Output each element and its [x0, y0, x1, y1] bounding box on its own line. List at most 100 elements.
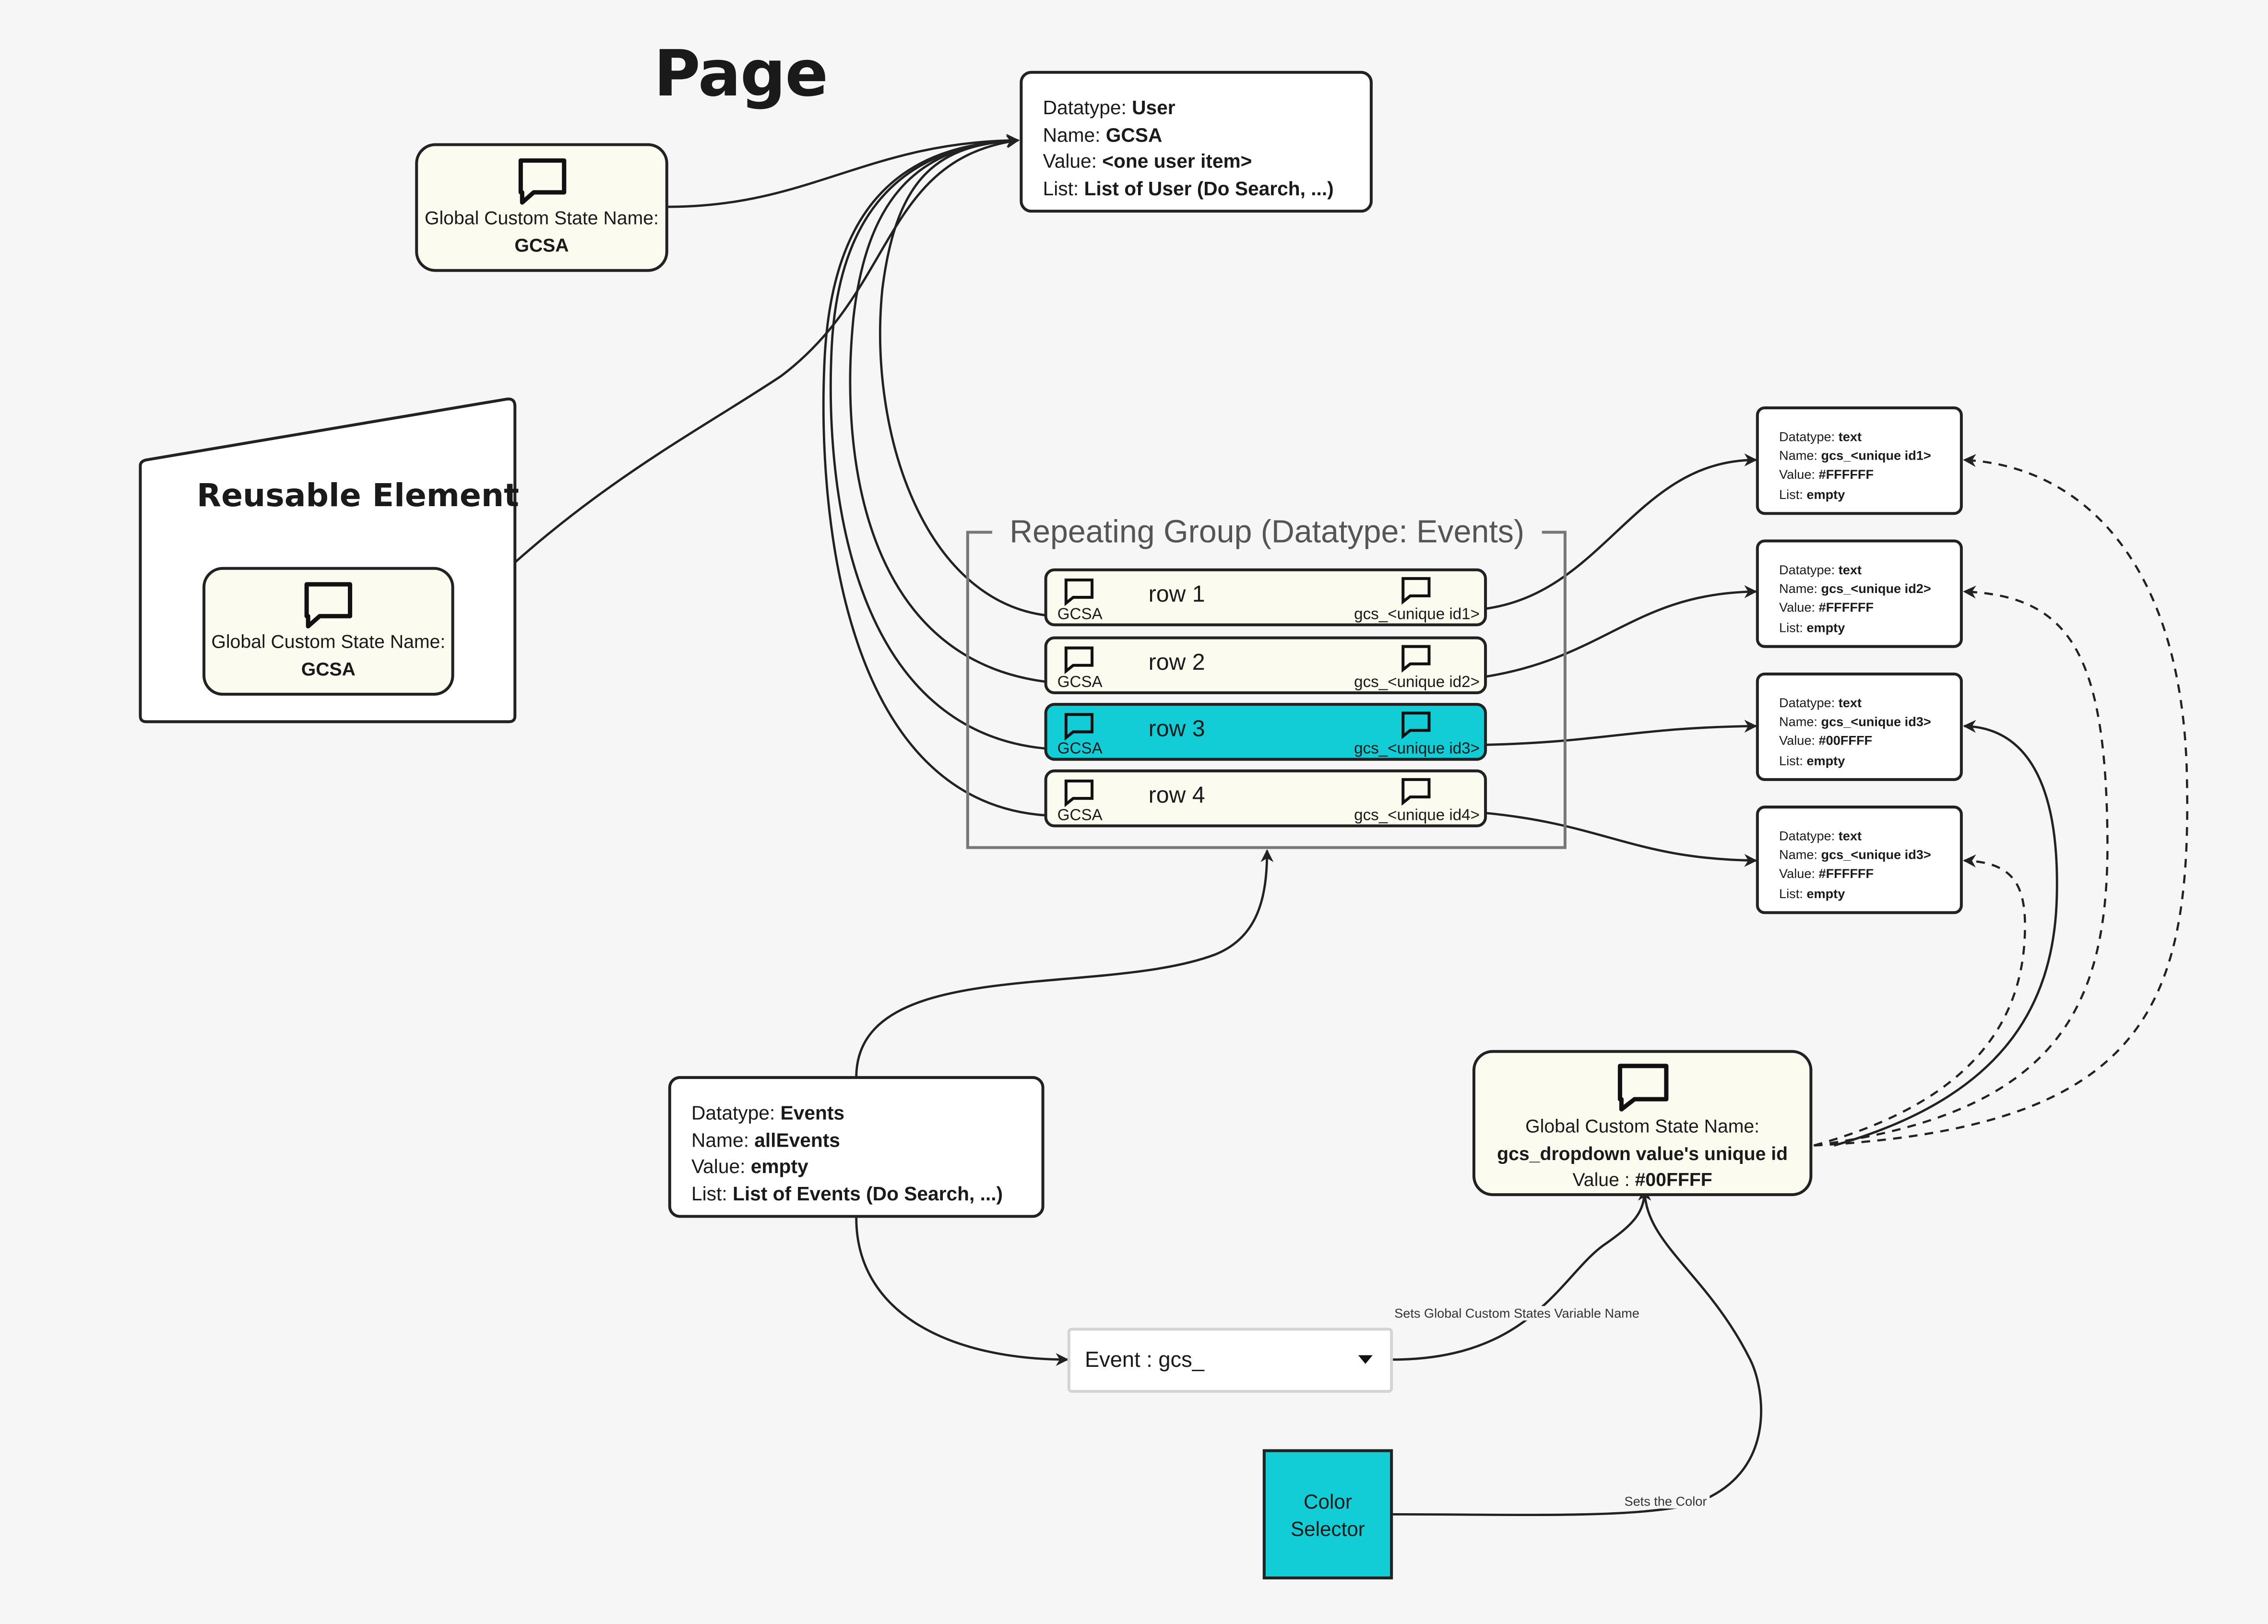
list-label: List: [1779, 486, 1807, 501]
gcs-name: GCSA [514, 233, 569, 256]
speech-bubble-icon [1064, 646, 1094, 674]
repeating-group-container [966, 531, 1567, 849]
speech-bubble-icon [518, 158, 566, 205]
name-value: gcs_<unique id2> [1821, 581, 1931, 596]
card-datatype-line: Datatype: text [1779, 561, 1940, 581]
speech-bubble-icon [1401, 645, 1431, 673]
row-gcsa-label: GCSA [1057, 674, 1103, 692]
edge-row3-to-user [829, 134, 1055, 751]
speech-bubble-icon [1064, 578, 1094, 606]
row-gcsa-label: GCSA [1057, 740, 1103, 758]
name-value: gcs_<unique id3> [1821, 714, 1931, 730]
row-gcsa-label: GCSA [1057, 606, 1103, 624]
user-datatype-line: Datatype: User [1043, 95, 1350, 122]
value-label: Value: [1043, 151, 1103, 173]
edge-row1-to-card1 [1484, 453, 1757, 610]
name-label: Name: [1043, 124, 1106, 146]
events-datatype-line: Datatype: Events [691, 1101, 1021, 1127]
list-value: empty [1806, 753, 1845, 768]
card-name-line: Name: gcs_<unique id3> [1779, 713, 1940, 733]
datatype-label: Datatype: [1779, 829, 1839, 843]
speech-bubble-icon [1401, 577, 1431, 605]
repeating-group-title: Repeating Group (Datatype: Events) [992, 513, 1542, 551]
name-label: Name: [1779, 714, 1821, 730]
gcs-label: Global Custom State Name: [1525, 1115, 1760, 1137]
card-list-line: List: empty [1779, 486, 1940, 505]
value-value: #FFFFFF [1818, 601, 1874, 616]
value-value: #FFFFFF [1818, 867, 1874, 882]
page-title: Page [653, 37, 829, 112]
value-label: Value: [1779, 467, 1819, 483]
row-label: row 4 [1148, 783, 1205, 809]
color-selector-line1: Color [1304, 1490, 1352, 1513]
user-list-line: List: List of User (Do Search, ...) [1043, 176, 1350, 203]
text-state-card-3: Datatype: text Name: gcs_<unique id3> Va… [1756, 672, 1963, 781]
gcs-label: Global Custom State Name: [211, 630, 446, 652]
value-value: <one user item> [1102, 151, 1252, 173]
card-list-line: List: empty [1779, 885, 1940, 904]
datatype-value: Events [780, 1102, 845, 1124]
edge-dropdown-to-gcs [1393, 1187, 1651, 1361]
card-datatype-line: Datatype: text [1779, 827, 1940, 846]
edge-gcs-to-card1-dashed [1814, 454, 2188, 1147]
datatype-label: Datatype: [1043, 96, 1132, 119]
card-name-line: Name: gcs_<unique id3> [1779, 846, 1940, 865]
text-state-card-4: Datatype: text Name: gcs_<unique id3> Va… [1756, 806, 1963, 914]
value-value: #00FFFF [1818, 734, 1873, 748]
row-unique-id: gcs_<unique id1> [1354, 606, 1480, 624]
edge-gcs-to-card2-dashed [1814, 585, 2109, 1147]
value-label: Value: [1779, 601, 1819, 616]
edge-gcs-page-to-user [668, 134, 1020, 208]
name-value: gcs_<unique id1> [1821, 449, 1931, 463]
row-gcsa-label: GCSA [1057, 807, 1103, 825]
card-value-line: Value: #FFFFFF [1779, 599, 1940, 618]
card-datatype-line: Datatype: text [1779, 694, 1940, 713]
name-label: Name: [1779, 449, 1821, 463]
card-value-line: Value: #00FFFF [1779, 733, 1940, 752]
text-state-card-2: Datatype: text Name: gcs_<unique id2> Va… [1756, 539, 1963, 648]
card-datatype-line: Datatype: text [1779, 428, 1940, 447]
name-value: allEvents [754, 1129, 840, 1151]
dropdown-value: Event : gcs_ [1085, 1348, 1204, 1373]
rg-row-3[interactable]: row 3 GCSA gcs_<unique id3> [1044, 703, 1487, 761]
name-label: Name: [1779, 581, 1821, 596]
events-name-line: Name: allEvents [691, 1127, 1021, 1154]
events-list-line: List: List of Events (Do Search, ...) [691, 1181, 1021, 1208]
card-list-line: List: empty [1779, 751, 1940, 771]
list-label: List: [1779, 753, 1807, 768]
event-dropdown[interactable]: Event : gcs_ [1067, 1328, 1393, 1393]
gcs-name: gcs_dropdown value's unique id [1497, 1142, 1788, 1164]
value-label: Value: [1779, 867, 1819, 882]
list-label: List: [691, 1183, 733, 1205]
card-value-line: Value: #FFFFFF [1779, 466, 1940, 486]
edge-gcs-to-card3 [1833, 720, 2058, 1147]
value-value: #FFFFFF [1818, 467, 1874, 483]
edge-row1-to-user [879, 134, 1055, 617]
speech-bubble-icon [1401, 778, 1431, 806]
list-value: empty [1806, 886, 1845, 901]
rg-row-2[interactable]: row 2 GCSA gcs_<unique id2> [1044, 636, 1487, 695]
edge-label-sets-color: Sets the Color [1621, 1494, 1710, 1509]
name-value: gcs_<unique id3> [1821, 848, 1931, 863]
edge-label-sets-name: Sets Global Custom States Variable Name [1391, 1306, 1642, 1321]
rg-row-4[interactable]: row 4 GCSA gcs_<unique id4> [1044, 769, 1487, 828]
rg-row-1[interactable]: row 1 GCSA gcs_<unique id1> [1044, 568, 1487, 627]
datatype-label: Datatype: [1779, 696, 1839, 711]
edge-events-to-dropdown [855, 1218, 1069, 1366]
row-label: row 2 [1148, 651, 1205, 676]
card-value-line: Value: #FFFFFF [1779, 865, 1940, 885]
list-label: List: [1043, 178, 1084, 200]
datatype-value: User [1132, 96, 1176, 119]
edge-row2-to-card2 [1484, 585, 1757, 678]
row-unique-id: gcs_<unique id4> [1354, 807, 1480, 825]
list-label: List: [1779, 620, 1807, 635]
page-global-custom-state: Global Custom State Name: GCSA [415, 143, 668, 272]
row-label: row 1 [1148, 582, 1205, 608]
datatype-value: text [1838, 696, 1862, 711]
caret-down-icon[interactable] [1358, 1355, 1373, 1364]
user-value-line: Value: <one user item> [1043, 149, 1350, 176]
user-name-line: Name: GCSA [1043, 122, 1350, 149]
color-selector[interactable]: Color Selector [1262, 1449, 1393, 1580]
datatype-label: Datatype: [1779, 429, 1839, 444]
